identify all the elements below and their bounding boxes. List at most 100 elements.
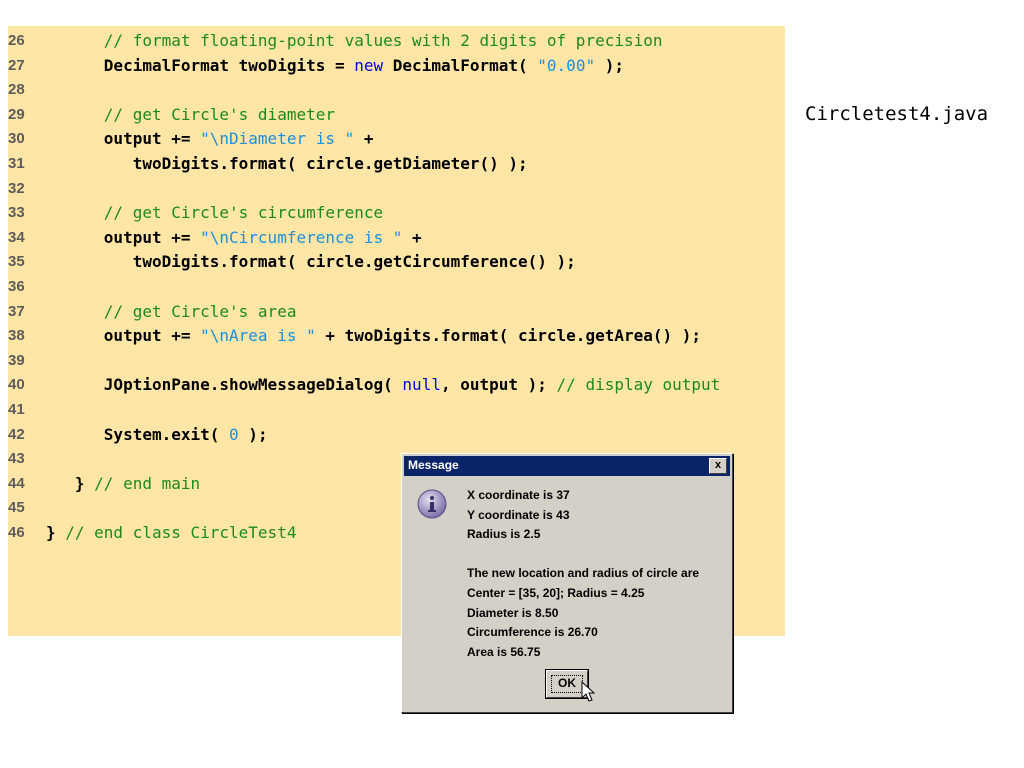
line-number: 46	[8, 524, 25, 541]
code-token: +	[354, 129, 374, 149]
code-line: 27 DecimalFormat twoDigits = new Decimal…	[8, 54, 785, 78]
info-icon	[417, 489, 447, 519]
line-number: 35	[8, 253, 25, 271]
message-dialog: Message x X coordinate is 37 Y coordinate…	[401, 453, 733, 713]
message-line: Center = [35, 20]; Radius = 4.25	[467, 586, 645, 600]
code-text: twoDigits.format( circle.getDiameter() )…	[46, 152, 528, 176]
line-number: 30	[8, 130, 25, 148]
code-line: 29 // get Circle's diameter	[8, 103, 785, 127]
message-line: Area is 56.75	[467, 644, 541, 659]
dialog-title: Message	[408, 458, 459, 472]
code-line: 46} // end class CircleTest4	[8, 521, 785, 545]
message-line: X coordinate is 37	[467, 488, 570, 502]
code-text: // get Circle's area	[46, 300, 297, 324]
message-line: Radius is 2.5	[467, 527, 541, 542]
line-number: 44	[8, 474, 25, 492]
line-number: 28	[8, 81, 25, 99]
ok-button-label: OK	[558, 676, 576, 690]
ok-button[interactable]: OK	[546, 670, 588, 698]
code-comment: // get Circle's circumference	[103, 203, 384, 223]
code-text: // get Circle's circumference	[46, 201, 383, 225]
line-number: 38	[8, 327, 25, 345]
line-number: 42	[8, 425, 25, 443]
code-line: 37 // get Circle's area	[8, 300, 785, 324]
message-line: Y coordinate is 43	[467, 507, 570, 522]
line-number: 34	[8, 228, 25, 246]
code-token: + twoDigits.format( circle.getArea() );	[315, 326, 702, 346]
mouse-cursor-icon	[581, 681, 595, 702]
code-line: 40 JOptionPane.showMessageDialog( null, …	[8, 373, 785, 397]
line-number: 27	[8, 56, 25, 74]
line-number: 29	[8, 105, 25, 123]
code-token: );	[595, 55, 624, 75]
code-token: +	[402, 227, 422, 247]
code-token: DecimalFormat(	[383, 55, 538, 75]
code-text: output += "\nCircumference is " +	[46, 226, 422, 250]
code-token: , output );	[440, 375, 557, 395]
code-literal: "\nCircumference is "	[200, 227, 403, 247]
code-token: }	[46, 523, 66, 542]
code-comment: // get Circle's diameter	[103, 104, 335, 124]
line-number: 32	[8, 179, 25, 197]
line-number: 31	[8, 155, 25, 172]
code-token	[46, 105, 104, 124]
code-text: JOptionPane.showMessageDialog( null, out…	[46, 373, 721, 397]
line-number: 40	[8, 376, 25, 394]
message-line: The new location and radius of circle ar…	[467, 566, 700, 581]
code-line: 28	[8, 78, 785, 102]
close-button[interactable]: x	[709, 458, 727, 474]
code-line: 42 System.exit( 0 );	[8, 423, 785, 447]
code-token: output +=	[46, 129, 201, 149]
line-number: 26	[8, 32, 25, 49]
code-text: } // end main	[46, 472, 200, 496]
code-text: // format floating-point values with 2 d…	[46, 29, 663, 53]
code-line: 44 } // end main	[8, 472, 785, 496]
code-literal: "\nDiameter is "	[200, 129, 355, 149]
code-comment: // end class CircleTest4	[65, 523, 297, 542]
code-line: 26 // format floating-point values with …	[8, 29, 785, 53]
code-comment: // get Circle's area	[103, 301, 297, 321]
code-token: twoDigits.format( circle.getDiameter() )…	[46, 154, 528, 173]
code-line: 31 twoDigits.format( circle.getDiameter(…	[8, 152, 785, 176]
dialog-titlebar[interactable]: Message x	[404, 456, 730, 476]
line-number: 37	[8, 302, 25, 320]
code-line: 39	[8, 349, 785, 373]
code-token: DecimalFormat twoDigits =	[46, 55, 355, 75]
code-keyword: null	[402, 375, 441, 395]
code-line: 36	[8, 275, 785, 299]
code-text: System.exit( 0 );	[46, 423, 268, 447]
code-literal: "0.00"	[537, 55, 596, 75]
code-token: twoDigits.format( circle.getCircumferenc…	[46, 252, 576, 272]
message-line: Circumference is 26.70	[467, 625, 598, 640]
code-token	[46, 203, 104, 222]
code-comment: // format floating-point values with 2 d…	[103, 31, 663, 50]
code-token: output +=	[46, 227, 201, 247]
code-token: }	[46, 473, 95, 493]
line-number: 45	[8, 499, 25, 517]
code-text: // get Circle's diameter	[46, 103, 335, 127]
line-number: 33	[8, 204, 25, 222]
code-line: 34 output += "\nCircumference is " +	[8, 226, 785, 250]
code-text: output += "\nArea is " + twoDigits.forma…	[46, 324, 701, 348]
line-number: 39	[8, 351, 25, 369]
code-comment: // end main	[94, 473, 201, 493]
code-token	[46, 302, 104, 321]
code-token: JOptionPane.showMessageDialog(	[46, 375, 403, 395]
code-line: 38 output += "\nArea is " + twoDigits.fo…	[8, 324, 785, 348]
code-line: 33 // get Circle's circumference	[8, 201, 785, 225]
message-line: Diameter is 8.50	[467, 605, 559, 620]
code-line: 45	[8, 496, 785, 520]
code-line: 35 twoDigits.format( circle.getCircumfer…	[8, 250, 785, 274]
code-listing: 26 // format floating-point values with …	[8, 26, 785, 636]
code-line: 43	[8, 447, 785, 471]
code-token: );	[238, 424, 268, 444]
line-number: 41	[8, 401, 25, 418]
filename-label: Circletest4.java	[805, 103, 989, 125]
code-text: } // end class CircleTest4	[46, 521, 296, 545]
code-line: 32	[8, 177, 785, 201]
code-keyword: new	[354, 55, 384, 75]
code-text: DecimalFormat twoDigits = new DecimalFor…	[46, 54, 624, 78]
code-line: 30 output += "\nDiameter is " +	[8, 127, 785, 151]
code-text: twoDigits.format( circle.getCircumferenc…	[46, 250, 576, 274]
code-literal: 0	[229, 424, 239, 444]
